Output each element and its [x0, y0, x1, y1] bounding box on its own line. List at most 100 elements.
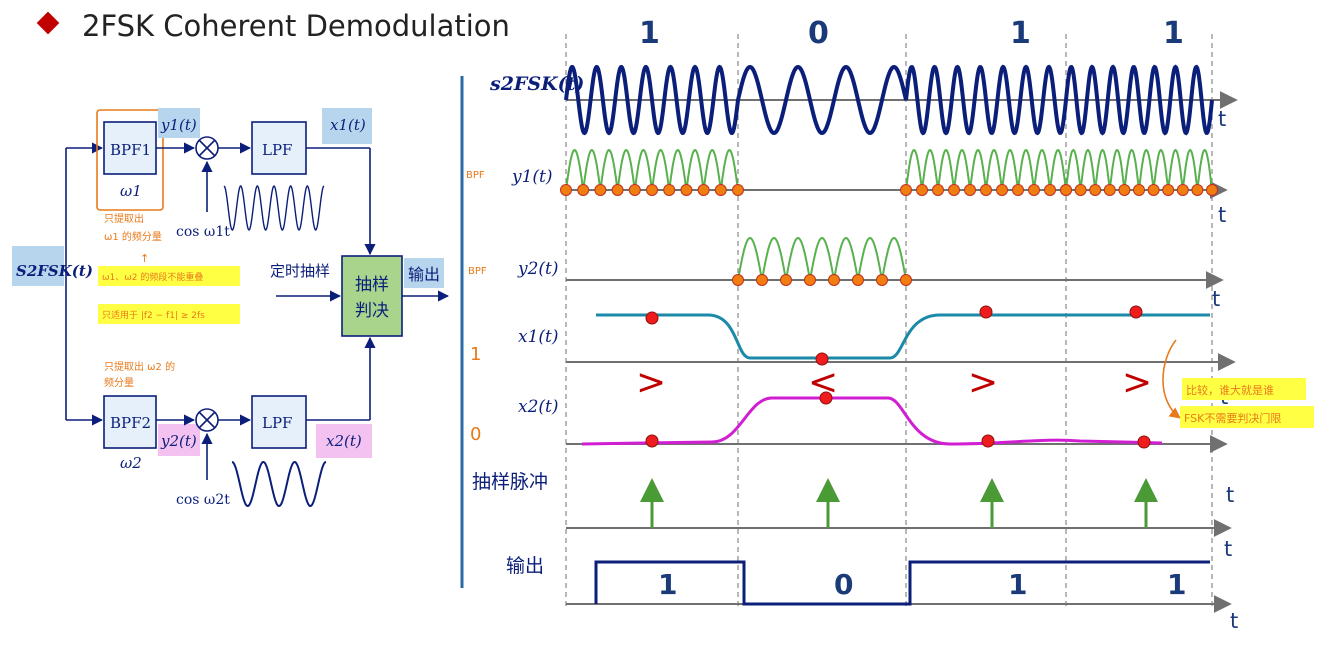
y1-sample-dot-2-8	[1028, 184, 1040, 196]
x2-sample-dot-1	[819, 391, 833, 405]
y1-sample-dot-2-5	[980, 184, 992, 196]
t-label-y2: t	[1212, 287, 1220, 311]
page-title: 2FSK Coherent Demodulation	[82, 9, 510, 43]
s2fsk-carrier-wave	[564, 64, 1214, 136]
lpf1-box	[251, 121, 307, 175]
y1-sample-dot-2-2	[932, 184, 944, 196]
y1-sample-dot-3-5	[1133, 184, 1145, 196]
y1-sample-dot-3-3	[1103, 184, 1116, 196]
note-cond: 只适用于 |f2 − f1| ≥ 2fs	[102, 310, 205, 321]
omega2-label: ω2	[120, 454, 142, 472]
hand-label-1: 1	[470, 344, 481, 365]
bit-label-3: 1	[1010, 16, 1031, 51]
t-label-pulse: t	[1226, 483, 1234, 507]
cos1-wave	[223, 185, 325, 231]
y1-sample-dot-3-6	[1147, 184, 1160, 196]
x1-sample-dot-0	[645, 311, 659, 325]
row-label-y2: y2(t)	[517, 259, 559, 279]
x2-sample-dot-2	[981, 434, 995, 448]
y1-sample-dot-0-2	[594, 184, 607, 196]
block-diagram-notes: 只提取出 ω1 的频分量 ω1、ω2 的频段不能重叠 ↑ 只适用于 |f2 − …	[98, 212, 240, 389]
row-label-pulse: 抽样脉冲	[472, 471, 548, 493]
output-bit-1: 1	[658, 568, 677, 601]
x2-label: x2(t)	[326, 432, 362, 450]
x1-sample-dot-3	[1129, 305, 1143, 319]
note1-line1: 只提取出	[104, 212, 144, 225]
compare-3: >	[968, 362, 998, 403]
y1-sample-dot-3-4	[1118, 184, 1131, 196]
row-label-x2: x2(t)	[518, 397, 559, 417]
bit-label-4: 1	[1163, 16, 1184, 51]
bpf1-hand-highlight	[96, 109, 164, 211]
row-label-y1: y1(t)	[511, 167, 553, 187]
compare-2: <	[808, 362, 838, 403]
y1-sample-dot-0-10	[732, 184, 744, 196]
omega1-label: ω1	[120, 182, 142, 200]
lpf1-label: LPF	[262, 141, 292, 159]
x1-label: x1(t)	[330, 116, 366, 134]
timing-label: 定时抽样	[270, 262, 330, 280]
y1-label-bg	[158, 108, 200, 138]
y2-sample-dot-1-4	[828, 274, 840, 286]
y2-rectified-1	[737, 236, 907, 281]
hand-label-0: 0	[470, 424, 481, 445]
y1-sample-dot-0-0	[560, 184, 572, 196]
x2-sample-dot-0	[645, 434, 659, 448]
note-mid-highlight	[98, 266, 240, 286]
y2-label: y2(t)	[160, 432, 197, 450]
row-label-x1: x1(t)	[518, 327, 559, 347]
output-nrz-wave	[594, 560, 1210, 606]
note-cond-highlight	[98, 304, 240, 324]
bpf-tag-y2: BPF	[468, 266, 487, 277]
bpf-tag-y1: BPF	[466, 170, 485, 181]
cos2-wave	[231, 461, 327, 508]
row-label-s2fsk: s2FSK(t)	[489, 73, 584, 95]
y1-sample-dot-2-9	[1044, 184, 1056, 196]
y1-sample-dot-0-6	[663, 184, 676, 196]
mixer2-x-b	[198, 411, 216, 429]
y1-sample-dot-3-10	[1206, 184, 1218, 196]
note1-line2: ω1 的频分量	[104, 230, 162, 243]
x2-sample-dot-3	[1137, 435, 1151, 449]
y1-sample-dot-0-1	[577, 184, 590, 196]
bpf2-box	[103, 395, 157, 449]
x1-sample-dot-1	[815, 352, 829, 366]
comment-line1: 比较，谁大就是谁	[1186, 383, 1274, 397]
output-bit-3: 1	[1008, 568, 1027, 601]
y1-sample-dot-0-4	[628, 184, 641, 196]
x1-envelope	[596, 313, 1210, 360]
y1-sample-dot-3-8	[1176, 184, 1189, 196]
waveform-row-labels: s2FSK(t) y1(t) y2(t) x1(t) x2(t) 抽样脉冲 输出	[472, 73, 584, 577]
y1-sample-dot-0-3	[611, 184, 624, 196]
y1-sample-dot-2-4	[964, 184, 976, 196]
decision-label-1: 抽样	[355, 275, 389, 295]
note2-line1: 只提取出 ω2 的	[104, 360, 175, 373]
y1-sample-dot-3-0	[1060, 184, 1072, 196]
t-label-output-upper: t	[1224, 537, 1232, 561]
title-bullet-diamond-icon	[36, 11, 60, 35]
y2-sample-dot-1-2	[780, 274, 792, 286]
bpf1-box	[103, 121, 157, 175]
x1-sample-dot-2	[979, 305, 993, 319]
note-arrow: ↑	[140, 252, 149, 265]
x2-label-bg	[316, 424, 372, 458]
x2-envelope	[581, 396, 1163, 446]
x1-label-bg	[322, 108, 372, 144]
y2-label-bg	[158, 424, 200, 456]
y2-sample-dot-1-6	[876, 274, 888, 286]
y1-sample-dot-3-1	[1074, 184, 1087, 196]
lpf2-label: LPF	[262, 414, 292, 432]
comment-line2-highlight	[1180, 406, 1314, 428]
comment-bracket	[1162, 339, 1181, 419]
t-label-y1: t	[1218, 203, 1226, 227]
bpf2-label: BPF2	[110, 414, 151, 432]
y1-sample-dot-0-7	[680, 184, 693, 196]
y1-sample-dot-2-3	[948, 184, 960, 196]
y2-sample-dot-1-5	[852, 274, 864, 286]
output-bit-4: 1	[1167, 568, 1186, 601]
bit-labels-output: 1 0 1 1	[658, 568, 1186, 601]
input-label-bg	[12, 246, 64, 286]
t-label-s2fsk: t	[1218, 107, 1226, 131]
row-label-output: 输出	[506, 555, 544, 577]
block-diagram	[12, 108, 450, 508]
